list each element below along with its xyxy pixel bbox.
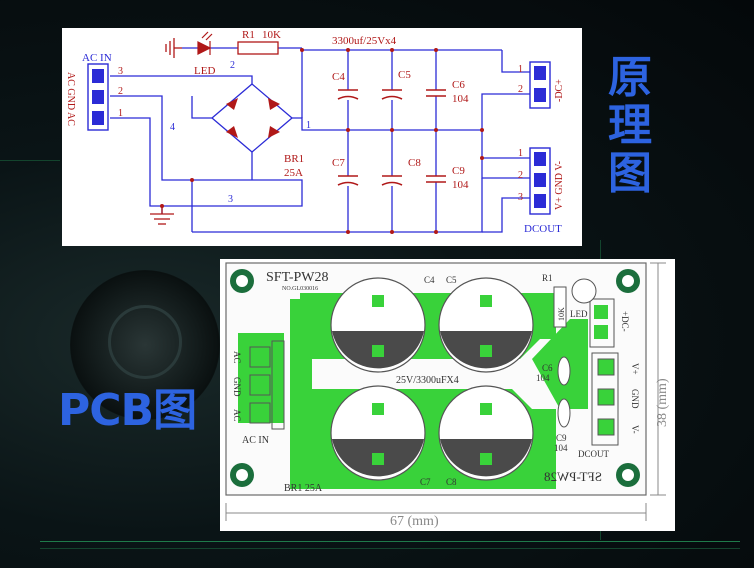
schematic-panel: AC IN AC GND AC 3 2 1 LED 2 R1 10K 3300u… [62,28,582,246]
schematic-title-char: 图 [608,148,652,199]
c9-label: C9 [452,165,465,177]
pcb-r1-footprint [553,286,567,328]
pcb-c4-label: C4 [424,275,435,285]
dc-label: -DC+ [554,79,565,102]
pcb-ac-in-label: AC IN [242,435,269,446]
br1-label: BR1 [284,153,304,165]
pcb-gnd-label: GND [232,377,242,397]
pcb-led-label: LED [570,309,588,319]
mounting-hole [230,269,640,487]
dcout-pins-label: V+ GND V- [554,161,565,210]
pcb-height-dimension: 38 (mm) [655,378,670,427]
dc-output-pads [589,298,619,446]
c6-label: C6 [452,79,465,91]
c9-value: 104 [452,179,469,191]
led-label: LED [194,65,215,77]
c4-label: C4 [332,71,345,83]
dc-pin-2: 2 [518,84,523,95]
pcb-c9-label: C9 [556,433,567,443]
r1-value: 10K [262,29,281,41]
dcout-pin-1: 1 [518,148,523,159]
pcb-c6-footprint [557,356,571,386]
ac-pin-1: 1 [118,108,123,119]
ac-pin-3: 3 [118,66,123,77]
r1-label: R1 [242,29,255,41]
c7-label: C7 [332,157,345,169]
pcb-panel: SFT-PW28 NO.GL030016 C4 C5 25V/3300uFX4 … [220,259,675,531]
dc-connector [529,61,551,109]
pcb-dcout-label: DCOUT [578,449,610,459]
c6-value: 104 [452,93,469,105]
node-2-label: 2 [230,60,235,71]
electrolytic-capacitors [337,89,403,186]
led-symbol [197,31,213,55]
pcb-layout: SFT-PW28 NO.GL030016 C4 C5 25V/3300uFX4 … [225,262,670,529]
c8-label: C8 [408,157,421,169]
schematic-title-char: 原 [608,52,652,103]
dimension-lines [225,262,666,521]
pcb-capacitor-footprint [330,277,534,481]
pcb-board-name-mirrored: SFT-PW28 [544,469,602,484]
pcb-r1-label: R1 [542,273,553,283]
pcb-ac-label-2: AC [232,409,242,422]
br1-value: 25A [284,167,303,179]
green-deco-line [40,548,740,549]
pcb-c9-footprint [557,398,571,428]
pcb-vminus-label: V- [630,425,640,434]
dc-pin-1: 1 [518,64,523,75]
dcout-pin-3: 3 [518,192,523,203]
pcb-br1-label: BR1 25A [284,483,323,494]
green-deco-line [40,541,740,542]
schematic-diagram: AC IN AC GND AC 3 2 1 LED 2 R1 10K 3300u… [65,29,565,235]
dcout-label: DCOUT [524,223,562,235]
pcb-board-name: SFT-PW28 [266,270,329,285]
schematic-title-char: 理 [608,100,652,151]
pcb-vplus-label: V+ [630,363,640,375]
ac-pin-2: 2 [118,86,123,97]
ac-in-label: AC IN [82,52,112,64]
pcb-c9-value: 104 [554,443,568,453]
node-3-label: 3 [228,194,233,205]
node-1-label: 1 [306,120,311,131]
ground-symbol [150,38,182,225]
pcb-c5-label: C5 [446,275,457,285]
pcb-cap-spec: 25V/3300uFX4 [396,375,459,386]
pcb-dc-label: +DC- [620,311,630,332]
pcb-ac-label-1: AC [232,351,242,364]
pcb-title: PCB图 [58,385,197,436]
node-4-label: 4 [170,122,175,133]
pcb-c7-label: C7 [420,477,431,487]
cap-spec-label: 3300uf/25Vx4 [332,35,397,47]
pcb-c8-label: C8 [446,477,457,487]
ac-pins-label: AC GND AC [65,72,76,126]
pcb-r-value: 10K [557,307,566,321]
speaker-cone-decoration [108,305,182,379]
pcb-width-dimension: 67 (mm) [390,514,439,529]
pcb-led-footprint [571,278,597,304]
r1-resistor [237,41,279,55]
pcb-c6-label: C6 [542,363,553,373]
ac-input-pads [249,340,285,430]
bridge-rectifier [226,98,280,138]
dcout-pin-2: 2 [518,170,523,181]
ceramic-capacitors [426,89,446,183]
c5-label: C5 [398,69,411,81]
ac-in-connector [87,63,109,131]
green-deco-line [0,160,60,161]
pcb-serial: NO.GL030016 [282,286,318,292]
pcb-c6-value: 104 [536,373,550,383]
pcb-gnd-out-label: GND [630,389,640,409]
dcout-connector [529,147,551,215]
